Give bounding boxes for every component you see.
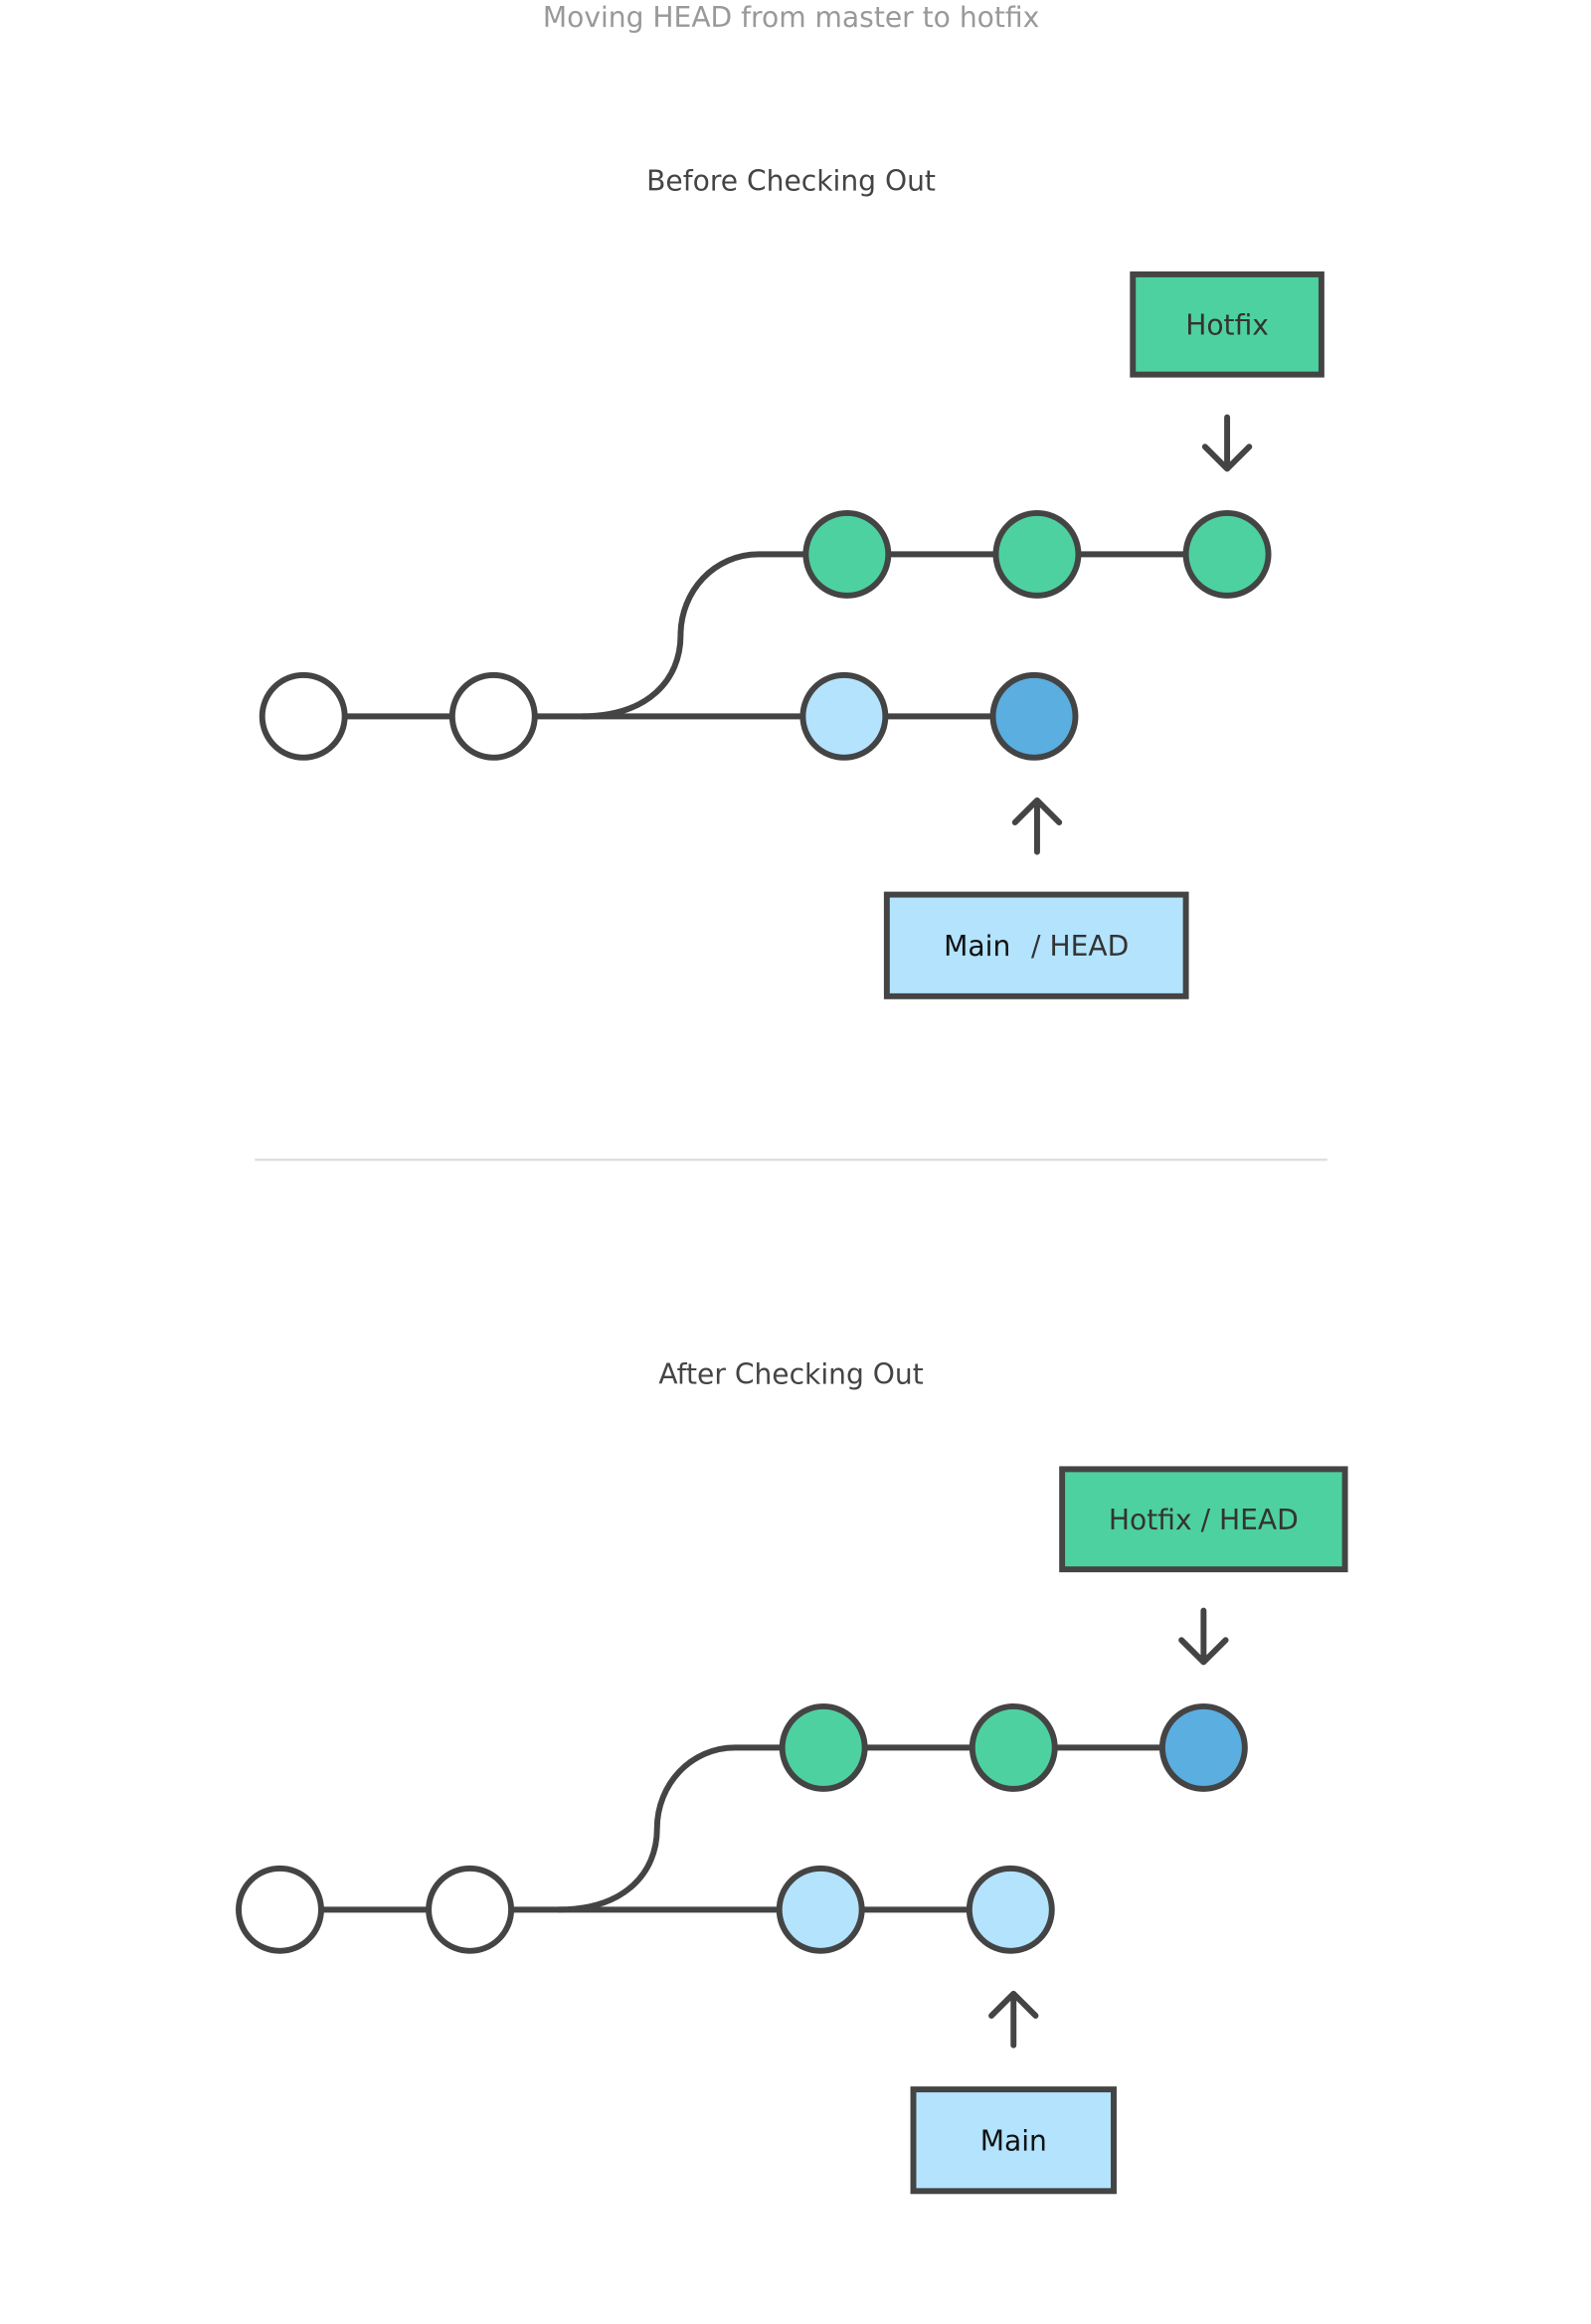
hotfix-branch-line (582, 551, 1228, 720)
base-commit (426, 1865, 515, 1954)
base-commit (236, 1865, 324, 1954)
main-commit (776, 1865, 865, 1954)
main-label-name: Main (980, 2125, 1047, 2158)
diagram-title: After Checking Out (658, 1357, 923, 1390)
main-label-box (910, 2086, 1117, 2195)
main-commit (966, 1865, 1055, 1954)
hotfix-commit (992, 509, 1082, 599)
main-label: Main (980, 2125, 1047, 2158)
hotfix-label: Hotfix (1185, 309, 1269, 342)
base-commit (448, 671, 538, 761)
diagram-title: Before Checking Out (646, 164, 936, 197)
caption: Moving HEAD from master to hotfix (543, 1, 1039, 34)
hotfix-commit (1158, 1702, 1248, 1792)
main-label-box (883, 891, 1189, 999)
main-label-name: Main (944, 930, 1010, 963)
main-commit (989, 671, 1079, 761)
hotfix-label-box (1059, 1466, 1348, 1573)
hotfix-commit (1182, 509, 1272, 599)
arrow-down-icon (1201, 414, 1253, 472)
hotfix-branch-line (558, 1744, 1204, 1913)
hotfix-commit (969, 1702, 1058, 1792)
hotfix-label-box (1130, 270, 1325, 378)
main-commit (799, 671, 889, 761)
arrow-up-icon (1011, 797, 1063, 855)
hotfix-label: Hotfix / HEAD (1109, 1504, 1299, 1536)
hotfix-commit (802, 509, 892, 599)
main-label-head: / HEAD (1031, 930, 1129, 963)
main-label: Main / HEAD (944, 930, 1129, 963)
base-commit (259, 671, 348, 761)
hotfix-commit (779, 1702, 868, 1792)
arrow-down-icon (1178, 1607, 1229, 1666)
arrow-up-icon (988, 1990, 1039, 2049)
